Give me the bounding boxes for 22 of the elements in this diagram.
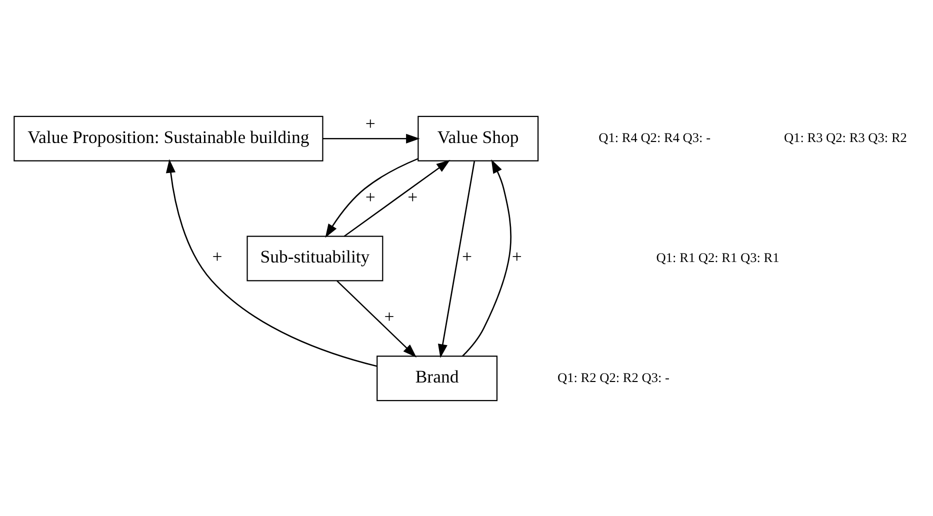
node-box: Brand [376,355,498,401]
edge-label: + [212,246,222,266]
node-box: Value Proposition: Sustainable building [13,115,323,161]
arrow [343,159,450,236]
label: Q1: R1 Q2: R1 Q3: R1 [656,249,779,264]
edge-label: + [511,246,522,266]
arrow [165,158,377,366]
edge-label: + [364,186,375,206]
label: Q1: R4 Q2: R4 Q3: - [598,130,710,145]
arrow [462,158,511,356]
edge-label: + [364,113,375,134]
edge-label: + [384,306,394,326]
arrow [437,160,475,358]
node-box: Value Shop [417,115,538,161]
label: Q1: R3 Q2: R3 Q3: R2 [783,130,906,145]
arrow [322,133,420,143]
edge-label: + [407,186,418,206]
label: Q1: R2 Q2: R2 Q3: - [557,369,669,384]
arrow [336,280,416,357]
edge-label: + [461,246,472,266]
node-box: Sub-stituability [246,235,383,281]
arrow [324,158,418,238]
